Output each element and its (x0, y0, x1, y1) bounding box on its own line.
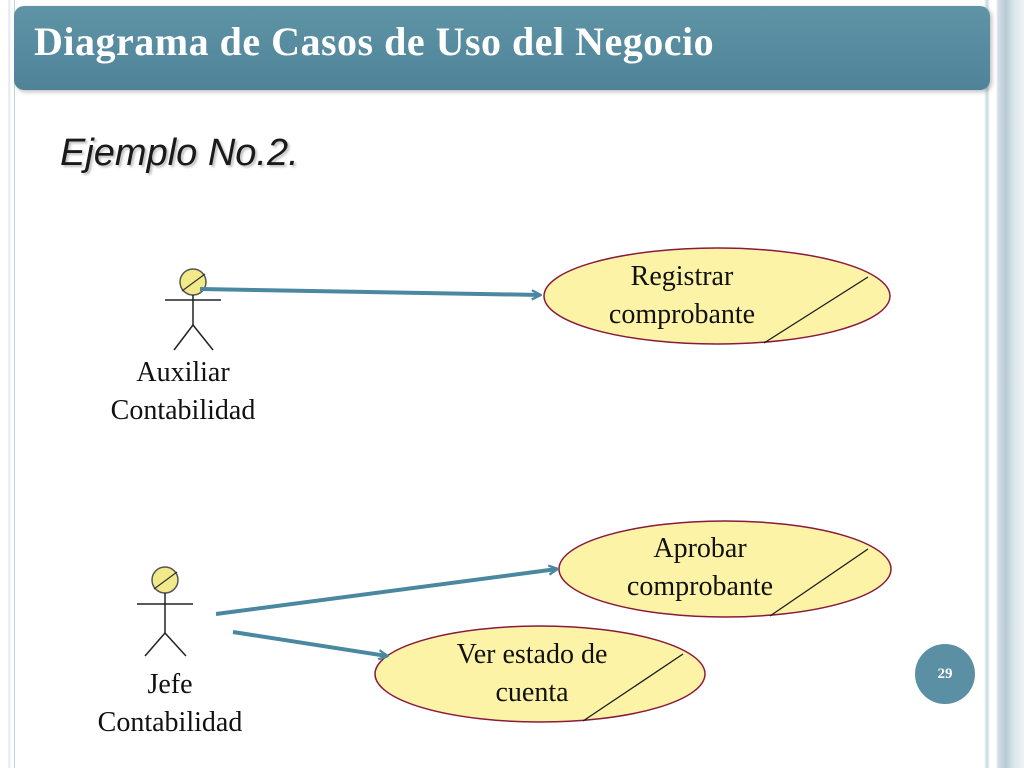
actor-auxiliar-label-line2: Contabilidad (110, 395, 256, 426)
title-bar: Diagrama de Casos de Uso del Negocio (14, 6, 990, 90)
use-case-ver-estado-line2: cuenta (495, 677, 569, 708)
use-case-registrar-line2: comprobante (608, 299, 756, 330)
use-case-ver-estado-shape (374, 625, 706, 723)
actor-auxiliar-label-line1: Auxiliar (136, 357, 230, 388)
slide-right-border (984, 0, 1024, 768)
use-case-aprobar-line1: Aprobar (653, 533, 747, 564)
page-number-badge: 29 (915, 644, 975, 704)
slide-left-border (0, 0, 15, 768)
actor-jefe-label-line2: Contabilidad (97, 707, 243, 738)
association-jefe-ver-estado (232, 630, 387, 656)
actor-jefe-figure (137, 566, 193, 657)
actor-jefe-head (151, 566, 179, 594)
actor-auxiliar-figure (165, 268, 221, 351)
association-jefe-aprobar (215, 569, 557, 616)
use-case-ver-estado-line1: Ver estado de (456, 639, 608, 670)
actor-jefe-label-line1: Jefe (147, 669, 193, 700)
use-case-aprobar-label: Aprobar comprobante (580, 530, 820, 606)
actor-jefe-label: Jefe Contabilidad (55, 666, 285, 742)
slide-title: Diagrama de Casos de Uso del Negocio (34, 19, 715, 64)
association-auxiliar-registrar (199, 287, 540, 295)
use-case-registrar-shape (543, 247, 891, 345)
actor-auxiliar-head (179, 268, 207, 296)
use-case-aprobar-shape (558, 520, 892, 618)
use-case-registrar-line1: Registrar (630, 261, 734, 292)
actor-auxiliar-label: Auxiliar Contabilidad (68, 354, 298, 430)
use-case-aprobar-line2: comprobante (626, 571, 774, 602)
use-case-registrar-label: Registrar comprobante (562, 258, 802, 334)
use-case-ver-estado-label: Ver estado de cuenta (412, 636, 652, 712)
slide-subtitle: Ejemplo No.2. (60, 132, 299, 174)
